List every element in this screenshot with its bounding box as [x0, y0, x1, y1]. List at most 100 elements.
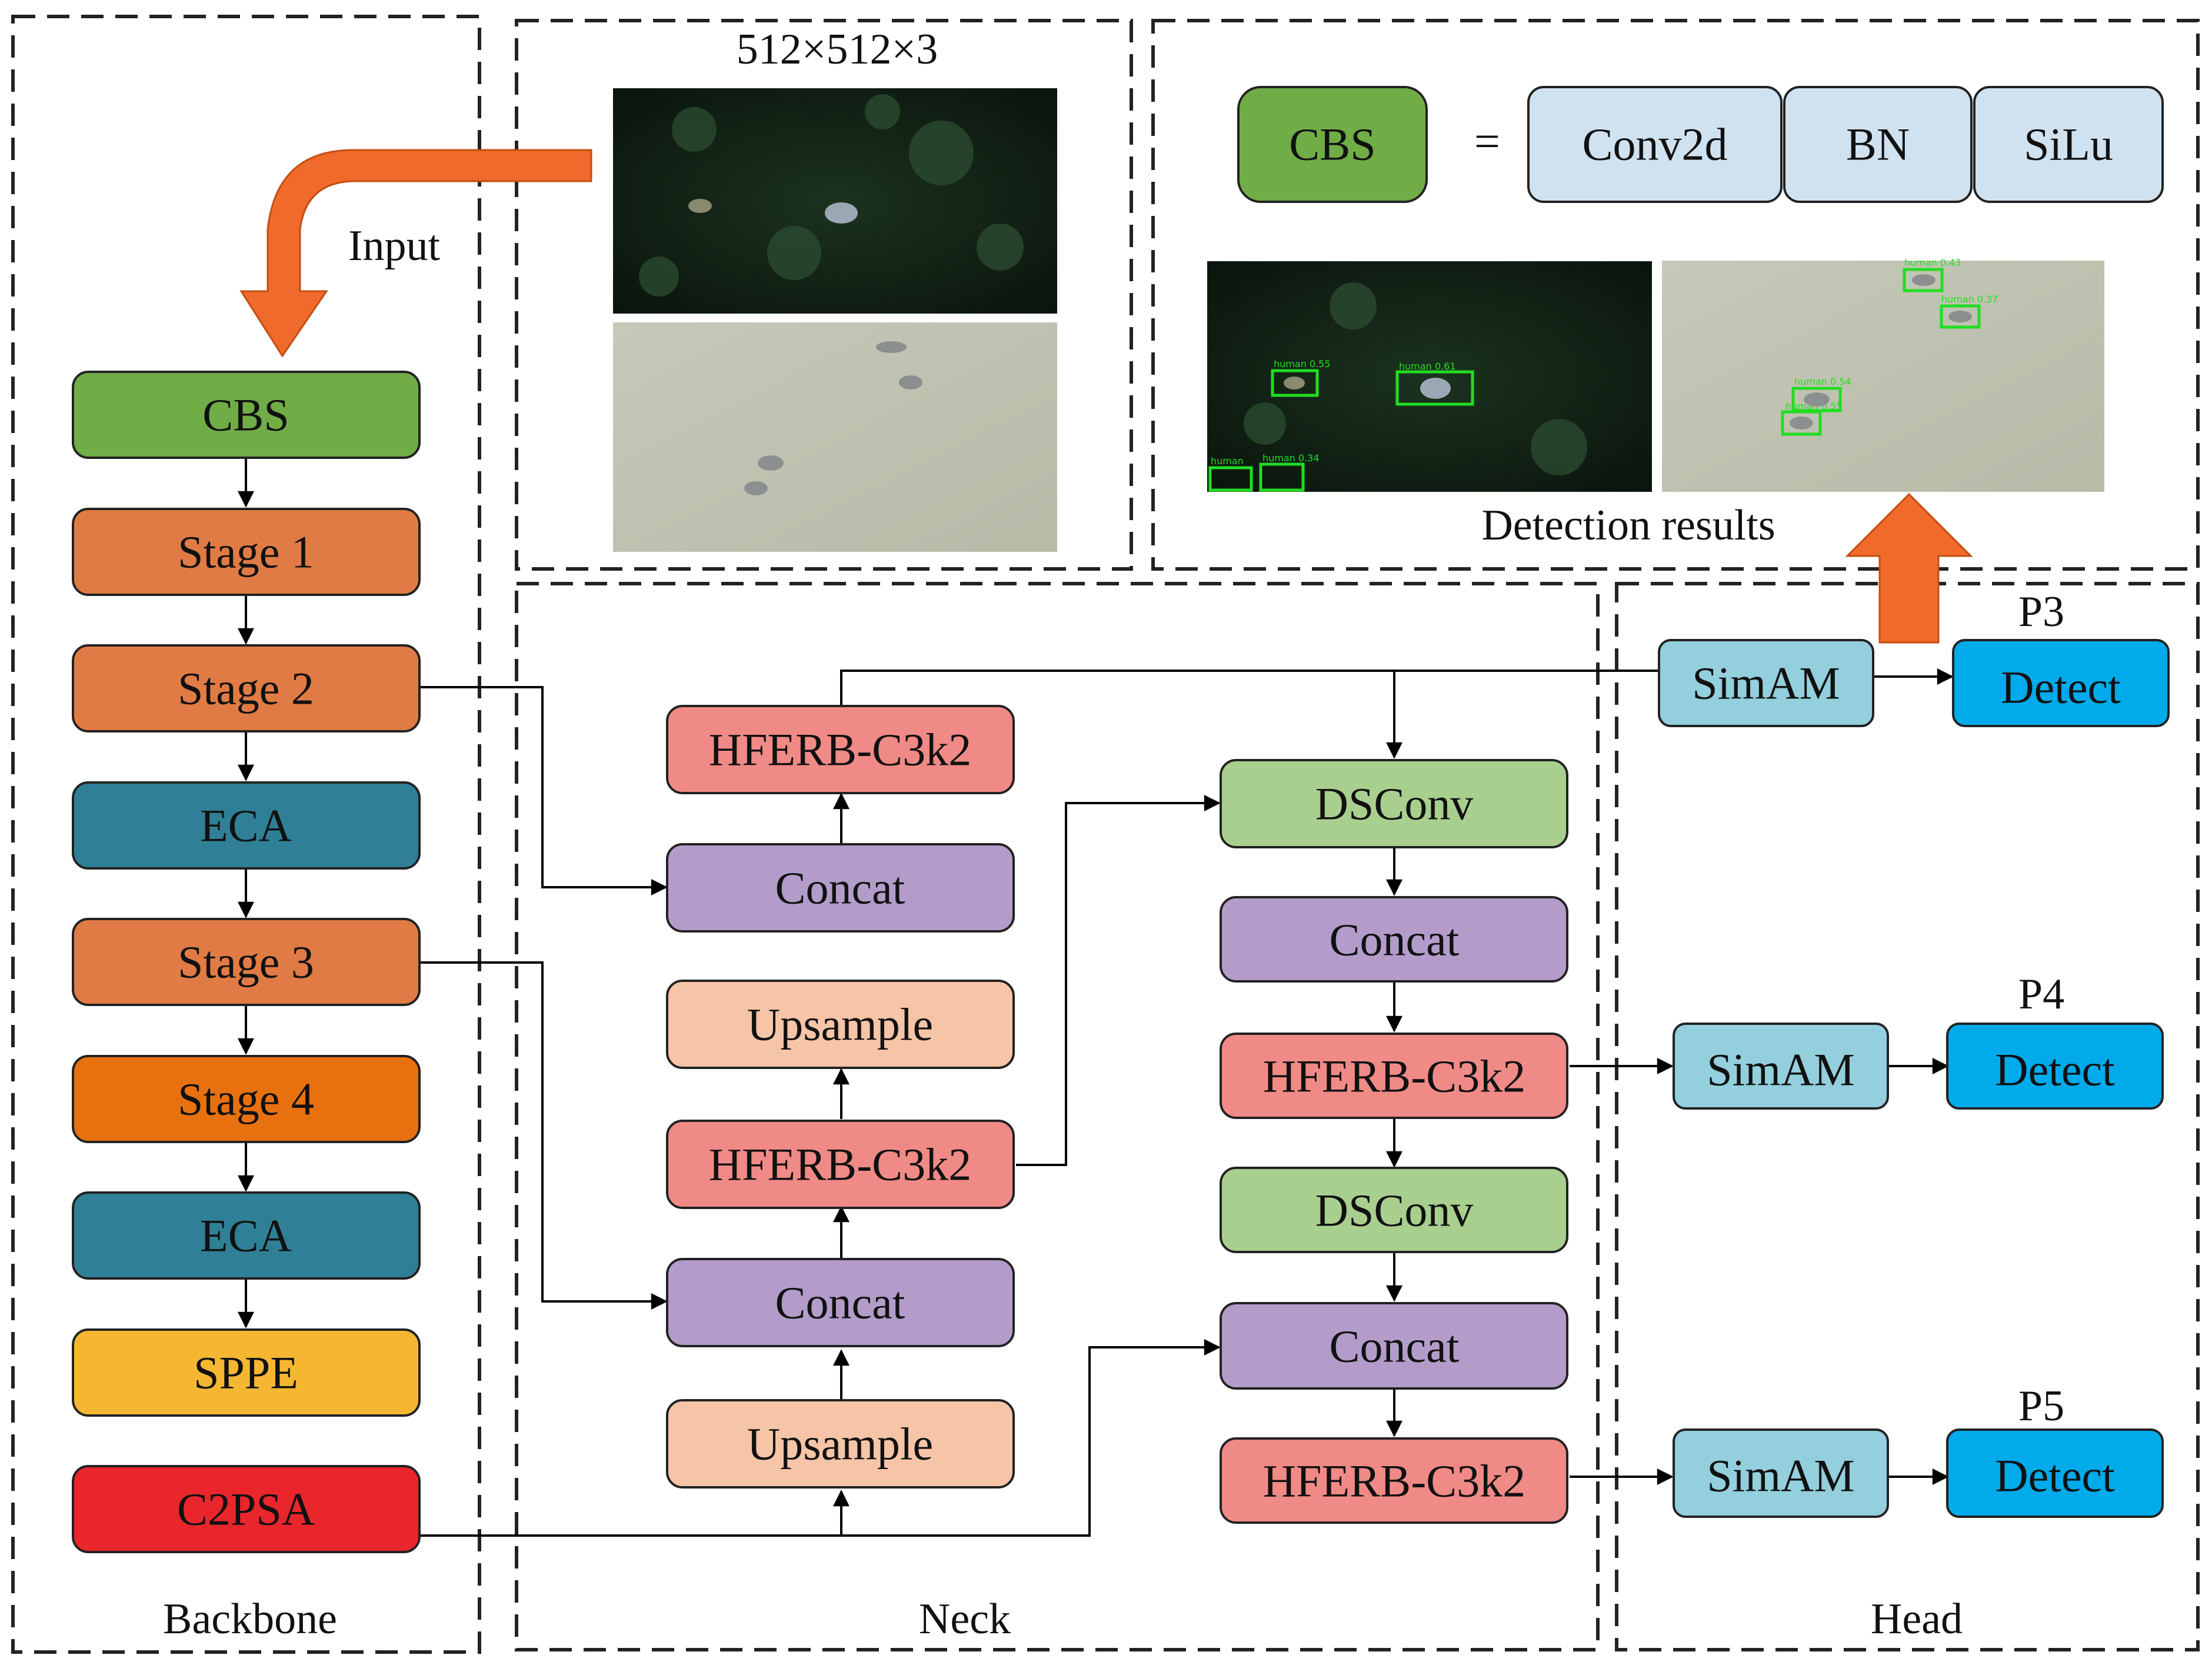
block-dsconv — [1220, 759, 1568, 848]
detection-label: human — [1211, 455, 1244, 467]
detection-images: human 0.55 human 0.61 human human 0.34 h… — [1207, 257, 2104, 492]
block-eca — [72, 1191, 421, 1280]
person-in-forest — [688, 199, 712, 213]
person-in-water — [876, 341, 907, 353]
detection-results-label: Detection results — [1481, 501, 1775, 550]
input-label: Input — [348, 222, 441, 270]
block-concat — [666, 1258, 1015, 1347]
block-c2psa — [72, 1465, 421, 1553]
label-simam: SimAM — [1707, 1044, 1854, 1095]
label-dsconv: DSConv — [1315, 1185, 1474, 1236]
label-upsample: Upsample — [747, 999, 933, 1050]
result-image-water — [1662, 261, 2104, 492]
detection-box — [1259, 462, 1305, 492]
label-legend-cbs: CBS — [1289, 119, 1375, 170]
section-title-neck: Neck — [919, 1595, 1011, 1643]
scale-p4: P4 — [2018, 970, 2064, 1018]
detection-label: human 0.55 — [1274, 358, 1331, 369]
label-stage3: Stage 3 — [178, 937, 314, 988]
label-hferb-c3k2: HFERB-C3k2 — [709, 724, 971, 775]
block-simam — [1673, 1023, 1889, 1110]
connectors — [238, 458, 1954, 1537]
label-simam: SimAM — [1707, 1450, 1854, 1501]
backbone-blocks — [72, 371, 421, 1553]
section-frames — [11, 15, 2200, 1654]
section-title-head: Head — [1871, 1595, 1963, 1643]
person-in-water — [758, 455, 784, 471]
legend-conv2d — [1527, 86, 1783, 203]
legend-cbs — [1237, 86, 1428, 203]
results-arrow — [1845, 492, 1973, 644]
label-cbs: CBS — [202, 389, 289, 441]
label-legend-equals: = — [1474, 116, 1500, 167]
detection-label: human 0.54 — [1794, 376, 1851, 387]
detection-box — [1271, 369, 1319, 397]
label-eca: ECA — [200, 1210, 292, 1261]
label-eca: ECA — [200, 800, 292, 851]
input-image-water — [613, 322, 1057, 552]
connector-arrow — [419, 961, 668, 1310]
person-in-water — [744, 481, 768, 495]
block-hferb-c3k2 — [1220, 1437, 1568, 1524]
label-hferb-c3k2: HFERB-C3k2 — [1263, 1051, 1525, 1102]
detection-box — [1903, 268, 1944, 292]
block-stage3 — [72, 918, 421, 1006]
block-detect — [1946, 1023, 2164, 1110]
detection-label: human 0.37 — [1941, 294, 1998, 305]
legend-silu — [1973, 86, 2164, 203]
label-legend-bn: BN — [1846, 119, 1910, 170]
block-eca — [72, 781, 421, 870]
detection-box — [1208, 466, 1253, 492]
legend-blocks — [1237, 86, 2164, 203]
label-stage1: Stage 1 — [178, 527, 314, 578]
detection-box — [1940, 304, 1981, 329]
label-detect: Detect — [1995, 1044, 2115, 1095]
scale-p3: P3 — [2018, 588, 2064, 636]
label-upsample: Upsample — [747, 1418, 933, 1470]
label-legend-silu: SiLu — [2024, 119, 2113, 170]
input-arrow — [239, 149, 592, 358]
label-stage2: Stage 2 — [178, 663, 314, 714]
label-dsconv: DSConv — [1315, 778, 1474, 830]
label-concat: Concat — [1330, 1321, 1460, 1372]
block-hferb-c3k2 — [666, 1120, 1015, 1209]
block-detect — [1946, 1428, 2164, 1518]
label-simam: SimAM — [1692, 658, 1840, 709]
label-hferb-c3k2: HFERB-C3k2 — [709, 1139, 971, 1190]
neck-frame — [515, 582, 1600, 1651]
input-size-label: 512×512×3 — [737, 25, 938, 74]
block-upsample — [666, 980, 1015, 1069]
label-detect: Detect — [2001, 662, 2121, 713]
block-concat — [1220, 896, 1568, 983]
detection-label: human 0.61 — [1399, 361, 1456, 372]
person-in-forest — [825, 202, 858, 224]
label-legend-conv2d: Conv2d — [1582, 119, 1727, 170]
connector-line — [840, 670, 1658, 705]
block-sppe — [72, 1328, 421, 1417]
detection-box — [1395, 370, 1474, 406]
block-hferb-c3k2 — [1220, 1033, 1568, 1119]
block-concat — [1220, 1302, 1568, 1390]
block-cbs — [72, 371, 421, 459]
block-simam — [1673, 1428, 1889, 1518]
scale-p5: P5 — [2018, 1382, 2064, 1430]
neck-right-blocks — [1220, 759, 1568, 1524]
label-c2psa: C2PSA — [177, 1484, 315, 1535]
block-simam — [1658, 639, 1874, 727]
results-frame — [1151, 19, 2200, 571]
input-frame — [515, 19, 1133, 571]
detection-label: human 0.34 — [1262, 452, 1320, 464]
block-stage1 — [72, 508, 421, 596]
block-dsconv — [1220, 1167, 1568, 1253]
section-title-backbone: Backbone — [163, 1595, 337, 1643]
forest-texture — [639, 94, 1024, 297]
person-in-water — [899, 375, 922, 389]
head-blocks — [1658, 639, 2170, 1518]
input-images — [613, 88, 1057, 552]
connector-arrow — [419, 686, 668, 895]
label-sppe: SPPE — [194, 1347, 298, 1398]
block-detect — [1952, 639, 2170, 727]
block-concat — [666, 843, 1015, 933]
block-stage2 — [72, 644, 421, 732]
